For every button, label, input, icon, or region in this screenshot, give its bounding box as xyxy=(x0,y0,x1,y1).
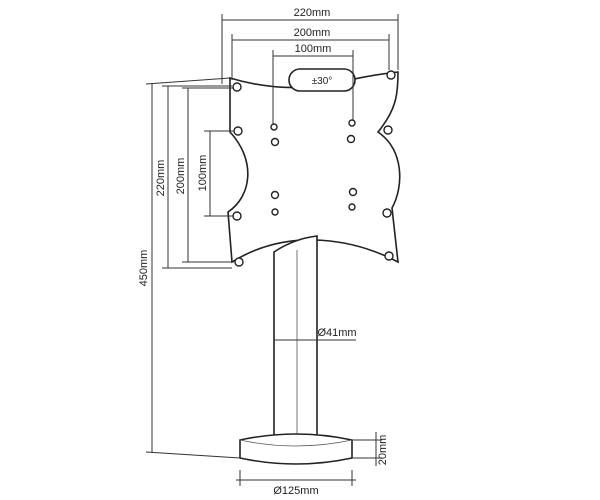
hole-mid-left-upper xyxy=(233,126,243,136)
hole-inner-2 xyxy=(348,119,356,127)
dim-label-base-height: 20mm xyxy=(377,435,389,466)
hole-top-left xyxy=(232,82,242,92)
hole-bottom-left xyxy=(234,257,244,267)
hole-inner-4 xyxy=(346,134,356,144)
dim-label-base-diameter: Ø125mm xyxy=(273,485,318,497)
dimension-220-height: 220mm xyxy=(155,85,232,269)
dimension-200-height: 200mm xyxy=(175,87,234,263)
dim-label-450-height: 450mm xyxy=(138,250,150,287)
dim-label-100-width: 100mm xyxy=(295,43,332,55)
rotation-label: ±30° xyxy=(312,76,333,87)
hole-inner-5 xyxy=(270,190,280,200)
hole-mid-right-lower xyxy=(382,208,392,218)
dim-label-pole-diameter: Ø41mm xyxy=(317,327,356,339)
hole-top-right xyxy=(386,70,396,80)
dim-label-200-width: 200mm xyxy=(294,27,331,39)
dim-label-200-height: 200mm xyxy=(175,158,187,195)
base xyxy=(239,433,353,465)
hole-inner-8 xyxy=(348,203,356,211)
mounting-holes xyxy=(232,70,396,267)
dim-label-220-width: 220mm xyxy=(294,7,331,19)
dimension-100-width: 100mm xyxy=(272,43,354,124)
dimension-base-diameter: Ø125mm xyxy=(236,470,356,497)
pole xyxy=(273,235,318,441)
dim-label-100-height: 100mm xyxy=(197,155,209,192)
dimension-220-width: 220mm xyxy=(221,7,399,84)
mounting-plate xyxy=(227,71,401,264)
rotation-slot xyxy=(288,68,356,92)
hole-inner-3 xyxy=(270,137,280,147)
hole-bottom-right xyxy=(384,251,394,261)
dimension-450-height: 450mm xyxy=(138,77,241,459)
dimension-200-width: 200mm xyxy=(231,27,390,80)
hole-inner-1 xyxy=(270,123,278,131)
hole-mid-left-lower xyxy=(232,211,242,221)
hole-mid-right-upper xyxy=(383,125,393,135)
hole-inner-7 xyxy=(271,208,279,216)
dimension-pole-diameter: Ø41mm xyxy=(274,327,357,341)
hole-inner-6 xyxy=(348,187,358,197)
dim-label-220-height: 220mm xyxy=(155,160,167,197)
dimension-base-height: 20mm xyxy=(352,432,389,466)
dimension-100-height: 100mm xyxy=(197,130,234,217)
